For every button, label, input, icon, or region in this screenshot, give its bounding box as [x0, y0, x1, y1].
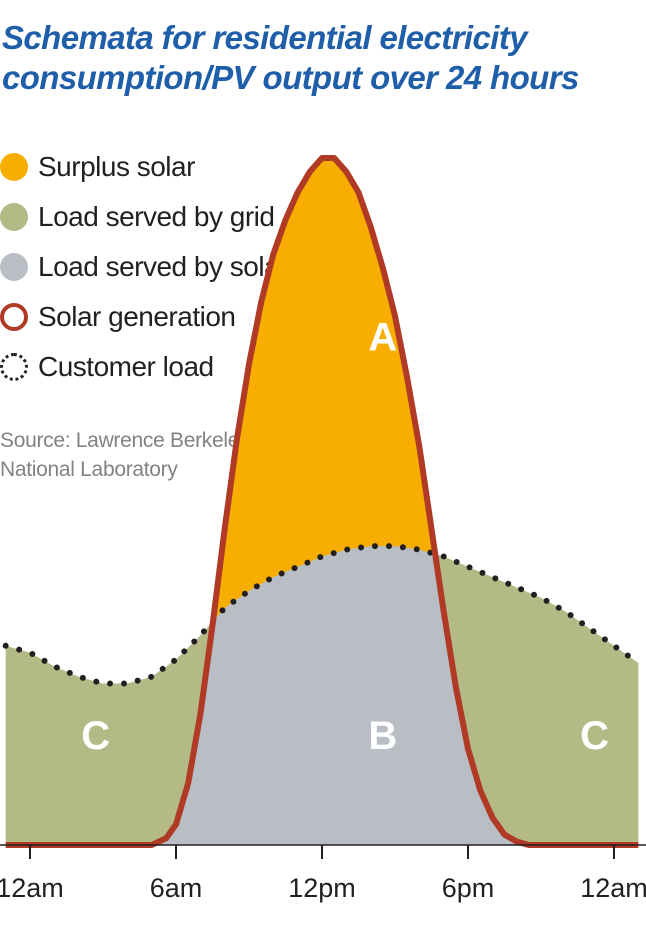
x-tick-label: 12am	[0, 873, 64, 903]
red-ring-icon	[0, 303, 28, 331]
legend-label: Surplus solar	[38, 151, 195, 182]
dotted-ring-icon	[0, 353, 28, 381]
legend-item-load-served-by-grid: Load served by grid	[0, 192, 288, 242]
x-tick-label: 6pm	[442, 873, 495, 903]
region-load-served-by-solar	[5, 546, 639, 845]
chart-title: Schemata for residential electricity con…	[2, 19, 579, 96]
legend-label: Load served by solar	[38, 251, 288, 282]
legend: Surplus solar Load served by grid Load s…	[0, 142, 288, 392]
legend-item-solar-generation: Solar generation	[0, 292, 288, 342]
region-label-b: B	[368, 714, 397, 758]
gray-circle-icon	[0, 253, 28, 281]
x-tick-label: 12pm	[288, 873, 356, 903]
legend-item-load-served-by-solar: Load served by solar	[0, 242, 288, 292]
orange-circle-icon	[0, 153, 28, 181]
source-note: Source: Lawrence Berkeley National Labor…	[0, 429, 250, 481]
region-surplus-solar	[5, 158, 639, 845]
legend-label: Solar generation	[38, 301, 236, 332]
legend-item-customer-load: Customer load	[0, 342, 288, 392]
legend-label: Load served by grid	[38, 201, 275, 232]
region-label-c: C	[580, 714, 609, 758]
customer-load-line	[2, 543, 642, 687]
x-tick-label: 6am	[150, 873, 203, 903]
region-label-c: C	[81, 714, 110, 758]
legend-item-surplus-solar: Surplus solar	[0, 142, 288, 192]
legend-label: Customer load	[38, 351, 214, 382]
region-label-a: A	[368, 315, 397, 359]
x-tick-label: 12am	[580, 873, 646, 903]
green-circle-icon	[0, 203, 28, 231]
